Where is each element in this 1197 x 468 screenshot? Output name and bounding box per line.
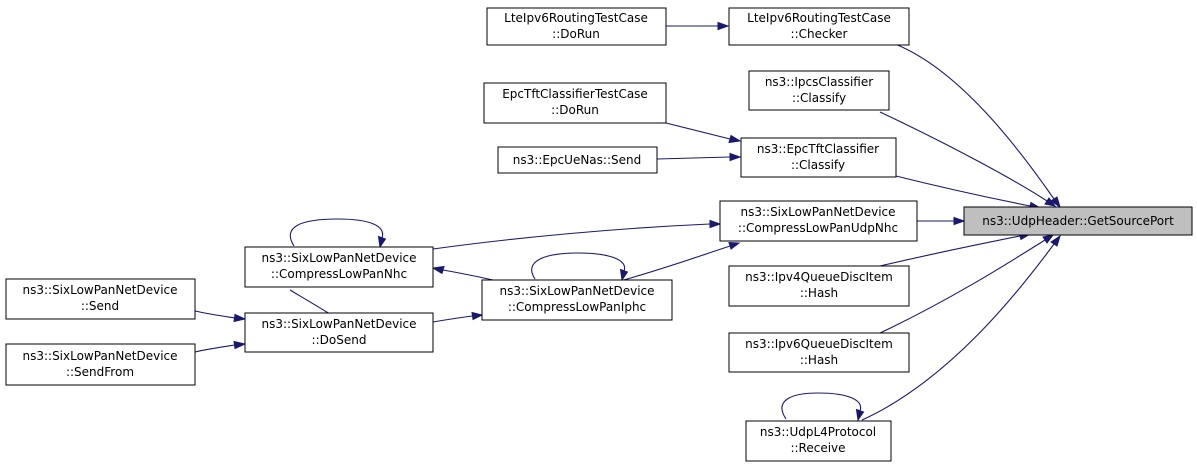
edge-lte-dorun-to-lte-checker (666, 21, 730, 31)
edge-compress-iphc-self-loop (531, 252, 629, 282)
node-ipv6-hash-line2: ::Hash (800, 353, 838, 367)
edge-udpl4-receive-to-root (861, 234, 1061, 421)
node-compress-iphc-line2: ::CompressLowPanIphc (508, 300, 646, 314)
node-ipv4-hash[interactable]: ns3::Ipv4QueueDiscItem ::Hash (728, 265, 910, 307)
node-epcuenas-send[interactable]: ns3::EpcUeNas::Send (497, 146, 658, 174)
node-udpl4-receive[interactable]: ns3::UdpL4Protocol ::Receive (745, 420, 892, 462)
node-epctft-classify-line2: ::Classify (791, 158, 845, 172)
node-epctft-dorun[interactable]: EpcTftClassifierTestCase ::DoRun (483, 82, 667, 124)
node-ipcs-classify-line2: ::Classify (792, 91, 846, 105)
node-epcuenas-send-label: ns3::EpcUeNas::Send (513, 153, 641, 167)
edge-compress-iphc-to-compress-udpnhc (619, 241, 741, 282)
edge-epctft-dorun-to-epctft-classify (665, 122, 742, 144)
edge-epctft-classify-to-root (895, 175, 1042, 211)
node-dosend-line2: ::DoSend (312, 333, 367, 347)
edge-lte-checker-to-root (894, 43, 1061, 209)
node-lte-checker-line1: LteIpv6RoutingTestCase (747, 11, 891, 25)
node-sendfrom[interactable]: ns3::SixLowPanNetDevice ::SendFrom (5, 343, 196, 386)
node-dosend[interactable]: ns3::SixLowPanNetDevice ::DoSend (244, 312, 434, 353)
node-send-line1: ns3::SixLowPanNetDevice (22, 283, 177, 297)
node-ipv6-hash[interactable]: ns3::Ipv6QueueDiscItem ::Hash (728, 332, 910, 373)
node-ipv6-hash-line1: ns3::Ipv6QueueDiscItem (745, 337, 893, 351)
node-dosend-line1: ns3::SixLowPanNetDevice (261, 317, 416, 331)
node-udpl4-receive-line1: ns3::UdpL4Protocol (760, 425, 876, 439)
edge-compress-nhc-self-loop (289, 218, 387, 249)
node-compress-nhc[interactable]: ns3::SixLowPanNetDevice ::CompressLowPan… (244, 246, 434, 288)
node-compress-udpnhc-line1: ns3::SixLowPanNetDevice (740, 205, 895, 219)
node-send[interactable]: ns3::SixLowPanNetDevice ::Send (5, 278, 196, 320)
node-sendfrom-line2: ::SendFrom (66, 365, 134, 379)
node-ipv4-hash-line2: ::Hash (800, 286, 838, 300)
node-compress-udpnhc-line2: ::CompressLowPanUdpNhc (738, 221, 898, 235)
edge-send-to-dosend (194, 310, 247, 323)
node-epctft-classify[interactable]: ns3::EpcTftClassifier ::Classify (740, 137, 897, 178)
node-ipcs-classify-line1: ns3::IpcsClassifier (765, 75, 873, 89)
node-root-label: ns3::UdpHeader::GetSourcePort (982, 214, 1174, 228)
node-compress-iphc-line1: ns3::SixLowPanNetDevice (499, 284, 654, 298)
edge-dosend-to-compress-nhc (289, 289, 331, 315)
node-epctft-dorun-line2: ::DoRun (551, 103, 599, 117)
node-compress-udpnhc[interactable]: ns3::SixLowPanNetDevice ::CompressLowPan… (719, 200, 918, 242)
node-lte-dorun[interactable]: LteIpv6RoutingTestCase ::DoRun (486, 7, 667, 46)
node-lte-checker-line2: ::Checker (791, 27, 848, 41)
node-compress-iphc[interactable]: ns3::SixLowPanNetDevice ::CompressLowPan… (481, 279, 673, 321)
edge-compress-iphc-to-compress-nhc (431, 265, 494, 281)
edge-epcuenas-send-to-epctft-classify (656, 152, 742, 162)
node-lte-checker[interactable]: LteIpv6RoutingTestCase ::Checker (728, 7, 910, 46)
edge-compress-udpnhc-to-root (917, 216, 966, 226)
node-epctft-classify-line1: ns3::EpcTftClassifier (757, 142, 879, 156)
node-epctft-dorun-line1: EpcTftClassifierTestCase (502, 87, 648, 101)
node-lte-dorun-line2: ::DoRun (552, 27, 600, 41)
node-ipv4-hash-line1: ns3::Ipv4QueueDiscItem (745, 270, 893, 284)
node-ipcs-classify[interactable]: ns3::IpcsClassifier ::Classify (748, 70, 890, 111)
node-lte-dorun-line1: LteIpv6RoutingTestCase (504, 11, 648, 25)
node-send-line2: ::Send (81, 299, 119, 313)
node-sendfrom-line1: ns3::SixLowPanNetDevice (22, 349, 177, 363)
edge-sendfrom-to-dosend (194, 340, 247, 353)
node-udpl4-receive-line2: ::Receive (790, 441, 845, 455)
edge-compress-nhc-to-compress-udpnhc (432, 219, 722, 250)
node-compress-nhc-line1: ns3::SixLowPanNetDevice (261, 251, 416, 265)
edge-ipcs-classify-to-root (879, 111, 1057, 207)
edge-udpl4-receive-self-loop (781, 392, 865, 422)
edge-ipv6-hash-to-root (879, 234, 1055, 334)
node-compress-nhc-line2: ::CompressLowPanNhc (271, 267, 407, 281)
node-root[interactable]: ns3::UdpHeader::GetSourcePort (963, 206, 1193, 236)
edge-dosend-to-compress-iphc (432, 311, 484, 323)
